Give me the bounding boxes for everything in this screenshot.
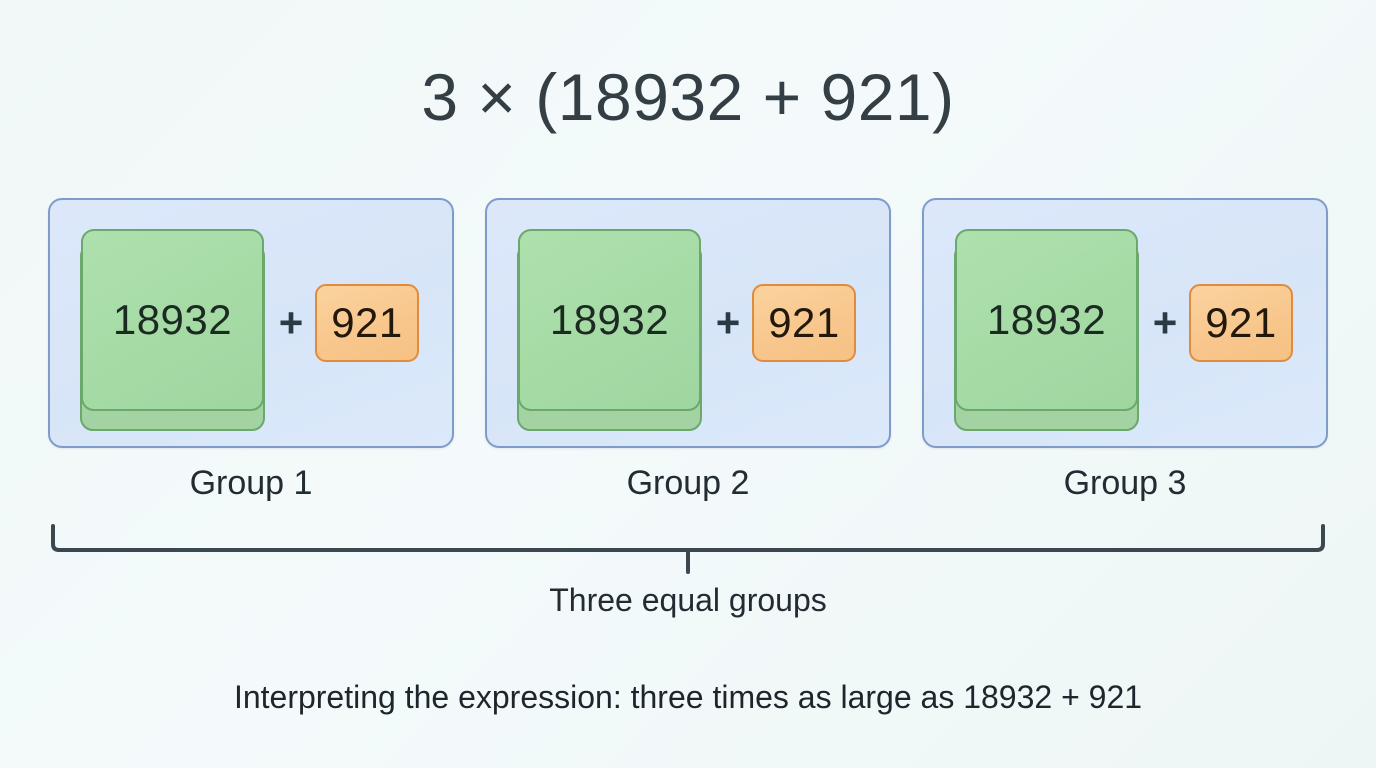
addend-box-3: 921: [1189, 284, 1293, 362]
block-stack-1: 18932: [80, 229, 265, 431]
page-title: 3 × (18932 + 921): [421, 60, 955, 134]
groups-row: 18932 + 921 18932 + 921 18932 + 921: [48, 198, 1328, 448]
group-label-2: Group 2: [626, 464, 750, 502]
group-labels-row: Group 1 Group 2 Group 3: [48, 466, 1328, 512]
plus-icon-1: +: [278, 299, 304, 346]
block-value-2: 18932: [518, 229, 701, 411]
group-card-1[interactable]: 18932 + 921: [48, 198, 454, 448]
group-card-2[interactable]: 18932 + 921: [485, 198, 891, 448]
addend-box-2: 921: [752, 284, 856, 362]
group-label-3: Group 3: [1063, 464, 1187, 502]
group-card-3[interactable]: 18932 + 921: [922, 198, 1328, 448]
footer-caption: Interpreting the expression: three times…: [233, 679, 1143, 715]
plus-icon-3: +: [1152, 299, 1178, 346]
span-bracket-icon: [51, 524, 1325, 574]
plus-icon-2: +: [715, 299, 741, 346]
group-label-1: Group 1: [189, 464, 313, 502]
block-value-1: 18932: [81, 229, 264, 411]
addend-box-1: 921: [315, 284, 419, 362]
bracket-caption: Three equal groups: [549, 582, 827, 618]
block-stack-2: 18932: [517, 229, 702, 431]
block-stack-3: 18932: [954, 229, 1139, 431]
block-value-3: 18932: [955, 229, 1138, 411]
